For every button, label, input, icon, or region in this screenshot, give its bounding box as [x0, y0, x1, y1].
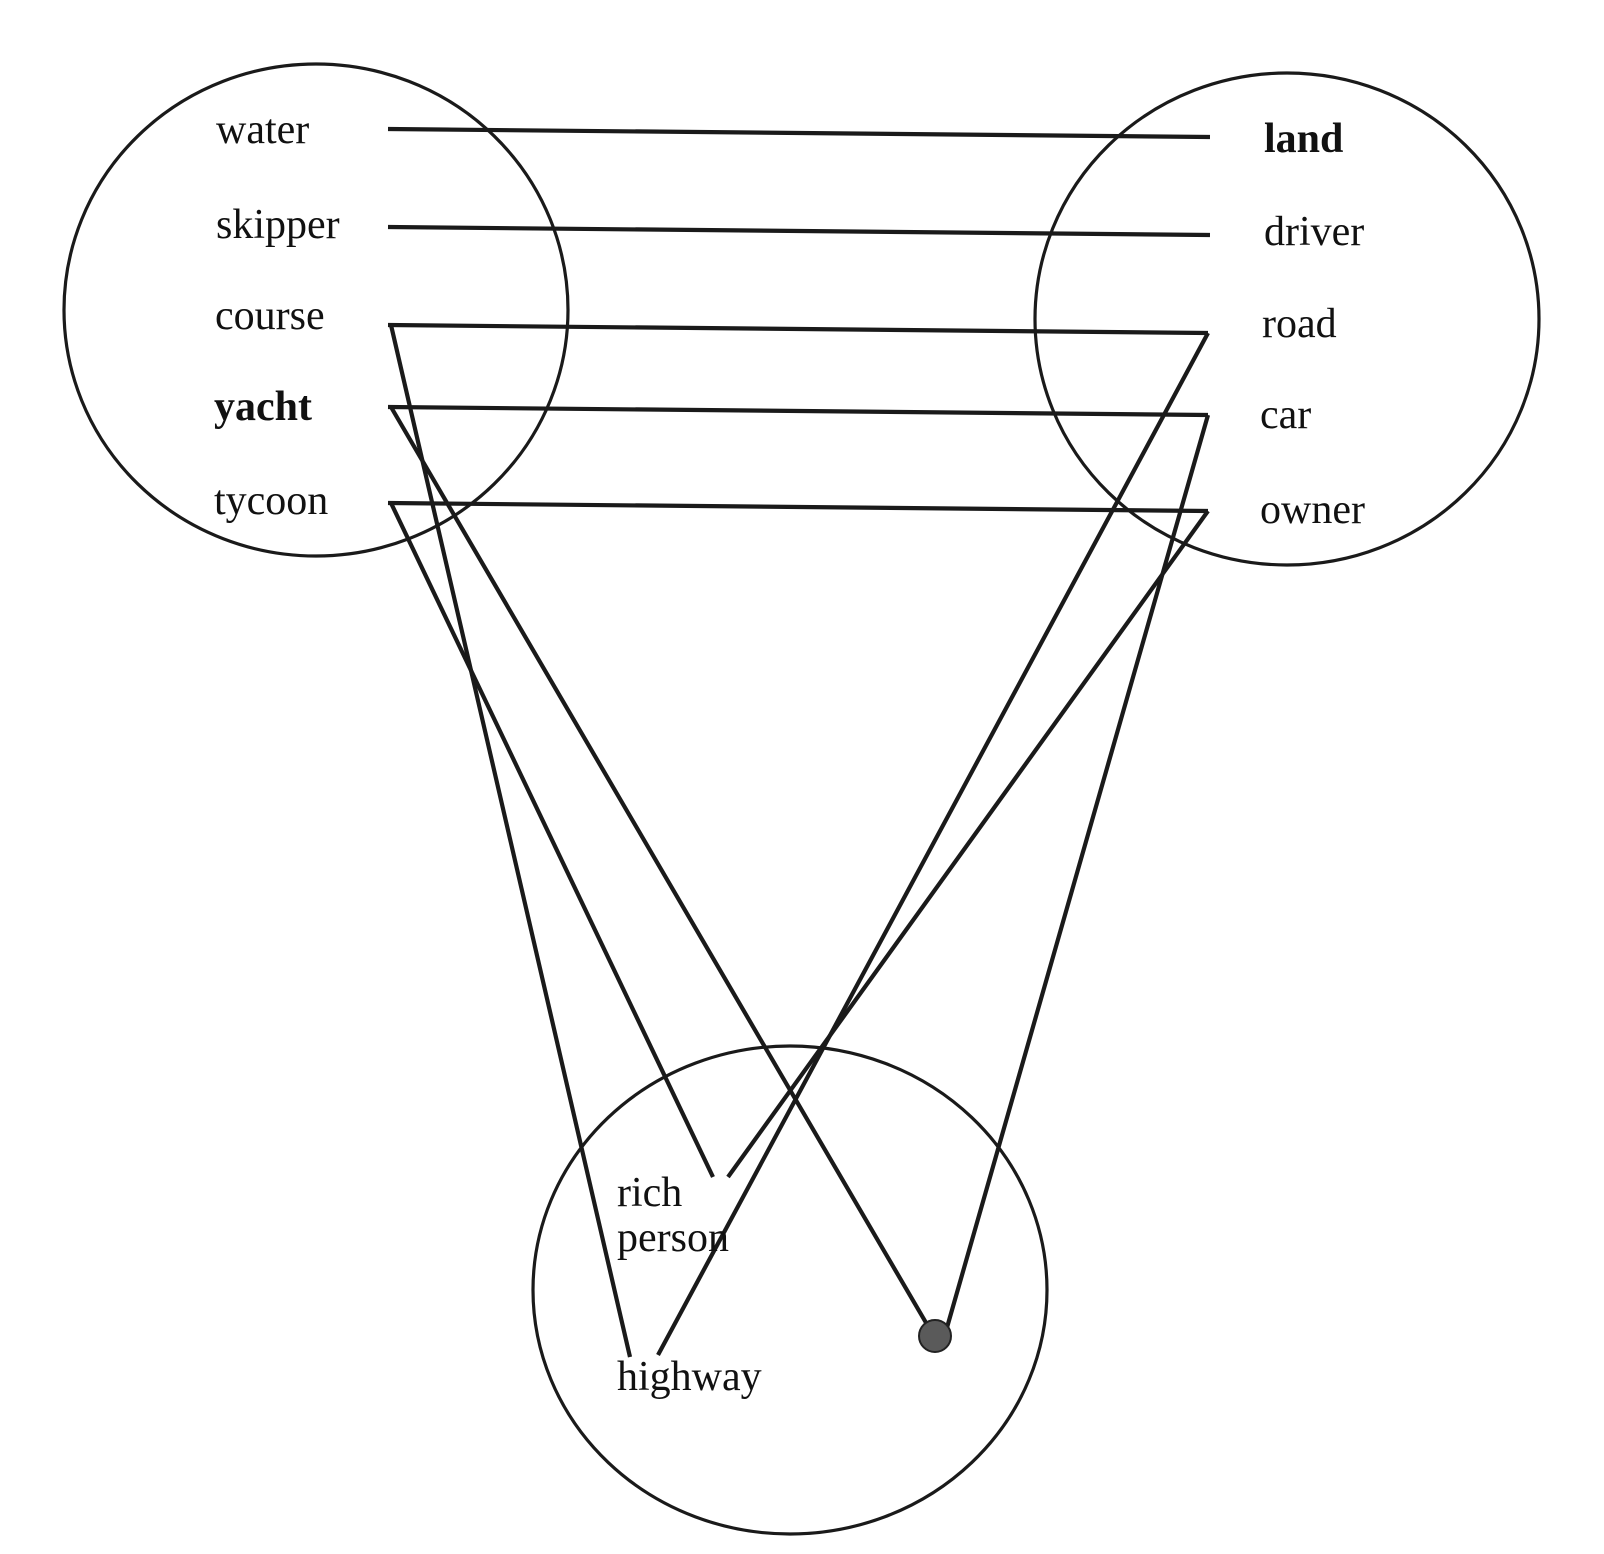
link-tycoon-owner — [387, 500, 1209, 514]
left-input-space-circle — [62, 62, 570, 558]
link-yacht-car — [387, 404, 1209, 418]
projection-tycoon-rich-person — [389, 502, 715, 1178]
word-highway: highway — [617, 1354, 762, 1400]
projection-road-highway — [656, 332, 1210, 1356]
projection-owner-rich-person — [726, 509, 1210, 1179]
word-person: person — [617, 1215, 729, 1261]
projection-car-blend-node — [943, 414, 1211, 1332]
word-skipper: skipper — [216, 202, 340, 248]
link-course-road — [387, 322, 1209, 336]
word-water: water — [216, 107, 309, 153]
blend-space-circle — [531, 1044, 1049, 1536]
projection-course-highway — [388, 324, 633, 1358]
word-course: course — [215, 293, 325, 339]
projection-yacht-blend-node — [389, 405, 934, 1335]
link-skipper-driver — [387, 224, 1211, 238]
word-land: land — [1264, 116, 1343, 162]
right-input-space-circle — [1033, 71, 1541, 567]
blend-node-dot — [918, 1319, 952, 1353]
link-water-land — [387, 126, 1211, 140]
word-owner: owner — [1260, 487, 1365, 533]
word-rich: rich — [617, 1170, 682, 1216]
word-tycoon: tycoon — [214, 478, 328, 524]
word-road: road — [1262, 301, 1337, 347]
word-driver: driver — [1264, 209, 1364, 255]
word-yacht: yacht — [214, 384, 312, 430]
word-car: car — [1260, 392, 1311, 438]
